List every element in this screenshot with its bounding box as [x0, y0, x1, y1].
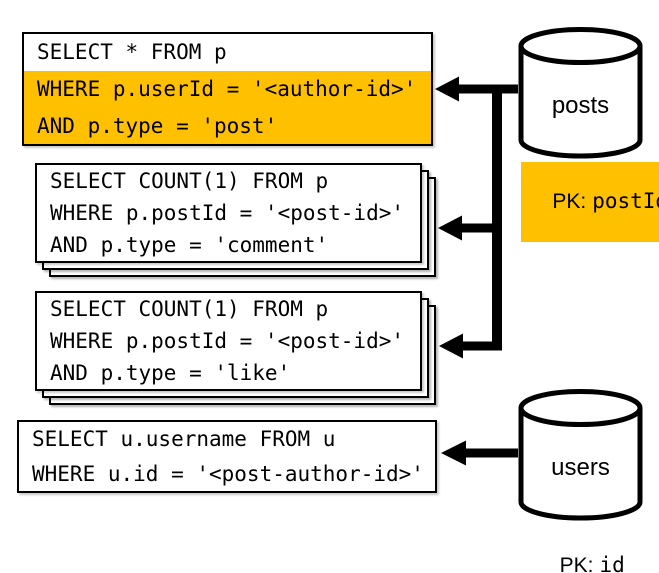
users-database: users: [518, 388, 643, 522]
query-box-author-posts: SELECT * FROM p WHERE p.userId = '<autho…: [22, 32, 433, 146]
sql-line: AND p.type = 'like': [50, 361, 291, 385]
arrow-posts-to-author-query: [435, 76, 518, 102]
arrow-posts-to-comment-count-query: [438, 215, 502, 241]
posts-pk-badge: PK:postId: [521, 162, 659, 242]
pk-prefix-label: PK:: [559, 554, 594, 573]
sql-line-highlighted: AND p.type = 'post': [24, 107, 431, 145]
sql-line: SELECT * FROM p: [37, 40, 227, 65]
sql-line: WHERE u.id = '<post-author-id>': [32, 461, 424, 486]
sql-line: WHERE p.postId = '<post-id>': [50, 201, 405, 225]
pk-field-name: postId: [592, 189, 659, 213]
posts-database: posts: [518, 26, 643, 160]
posts-database-label: posts: [551, 92, 610, 119]
pk-prefix-label: PK:: [552, 190, 587, 213]
database-cylinder-icon: [518, 27, 643, 159]
query-box-post-author-username: SELECT u.username FROM u WHERE u.id = '<…: [17, 420, 437, 493]
query-box-like-count: SELECT COUNT(1) FROM p WHERE p.postId = …: [35, 291, 436, 405]
sql-line: SELECT u.username FROM u: [32, 427, 336, 452]
users-pk-label: PK: id: [518, 529, 643, 573]
sql-line: SELECT COUNT(1) FROM p: [50, 297, 329, 321]
sql-line: AND p.type = 'comment': [50, 233, 329, 257]
users-database-label: users: [551, 454, 610, 481]
sql-line: WHERE p.postId = '<post-id>': [50, 329, 405, 353]
query-box-front: SELECT COUNT(1) FROM p WHERE p.postId = …: [35, 163, 422, 263]
database-cylinder-icon: [518, 389, 643, 521]
arrow-posts-to-like-count-query: [439, 333, 502, 359]
query-box-comment-count: SELECT COUNT(1) FROM p WHERE p.postId = …: [35, 163, 436, 277]
sql-line: SELECT COUNT(1) FROM p: [50, 169, 329, 193]
pk-field-name: id: [599, 553, 625, 573]
query-box-front: SELECT COUNT(1) FROM p WHERE p.postId = …: [35, 291, 422, 391]
arrow-users-to-username-query: [441, 440, 518, 466]
sql-line-highlighted: WHERE p.userId = '<author-id>': [24, 70, 431, 108]
